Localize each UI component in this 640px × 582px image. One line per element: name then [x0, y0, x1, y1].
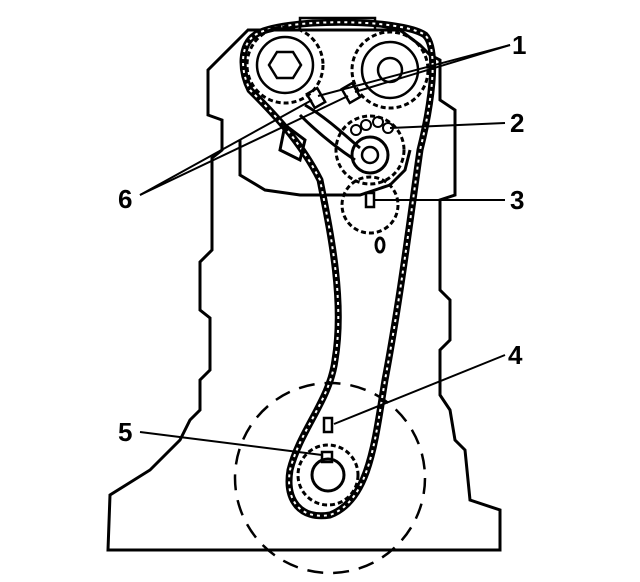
- intermediate-sprocket: [340, 175, 400, 235]
- callout-2: 2: [510, 108, 524, 138]
- callout-6: 6: [118, 184, 132, 214]
- block-mark: [374, 236, 386, 254]
- leader-lines: [139, 44, 511, 456]
- callout-3: 3: [510, 185, 524, 215]
- chain-tensioner-bracket: [278, 122, 307, 163]
- timing-chain-links: [242, 21, 434, 517]
- crankshaft-counterweight-circle: [233, 381, 427, 575]
- front-cover-contour: [238, 140, 412, 197]
- callout-5: 5: [118, 417, 132, 447]
- timing-chain: [239, 18, 437, 520]
- crankshaft-sprocket: [296, 443, 360, 507]
- idler-sprocket: [334, 114, 406, 186]
- callout-4: 4: [508, 340, 523, 370]
- engine-block-outline: [106, 28, 502, 552]
- exhaust-camshaft-sprocket: [245, 25, 325, 105]
- callout-1: 1: [512, 30, 526, 60]
- chain-timing-mark: [322, 416, 334, 434]
- exhaust-cam-timing-mark: [305, 86, 327, 110]
- chain-guide: [298, 103, 361, 162]
